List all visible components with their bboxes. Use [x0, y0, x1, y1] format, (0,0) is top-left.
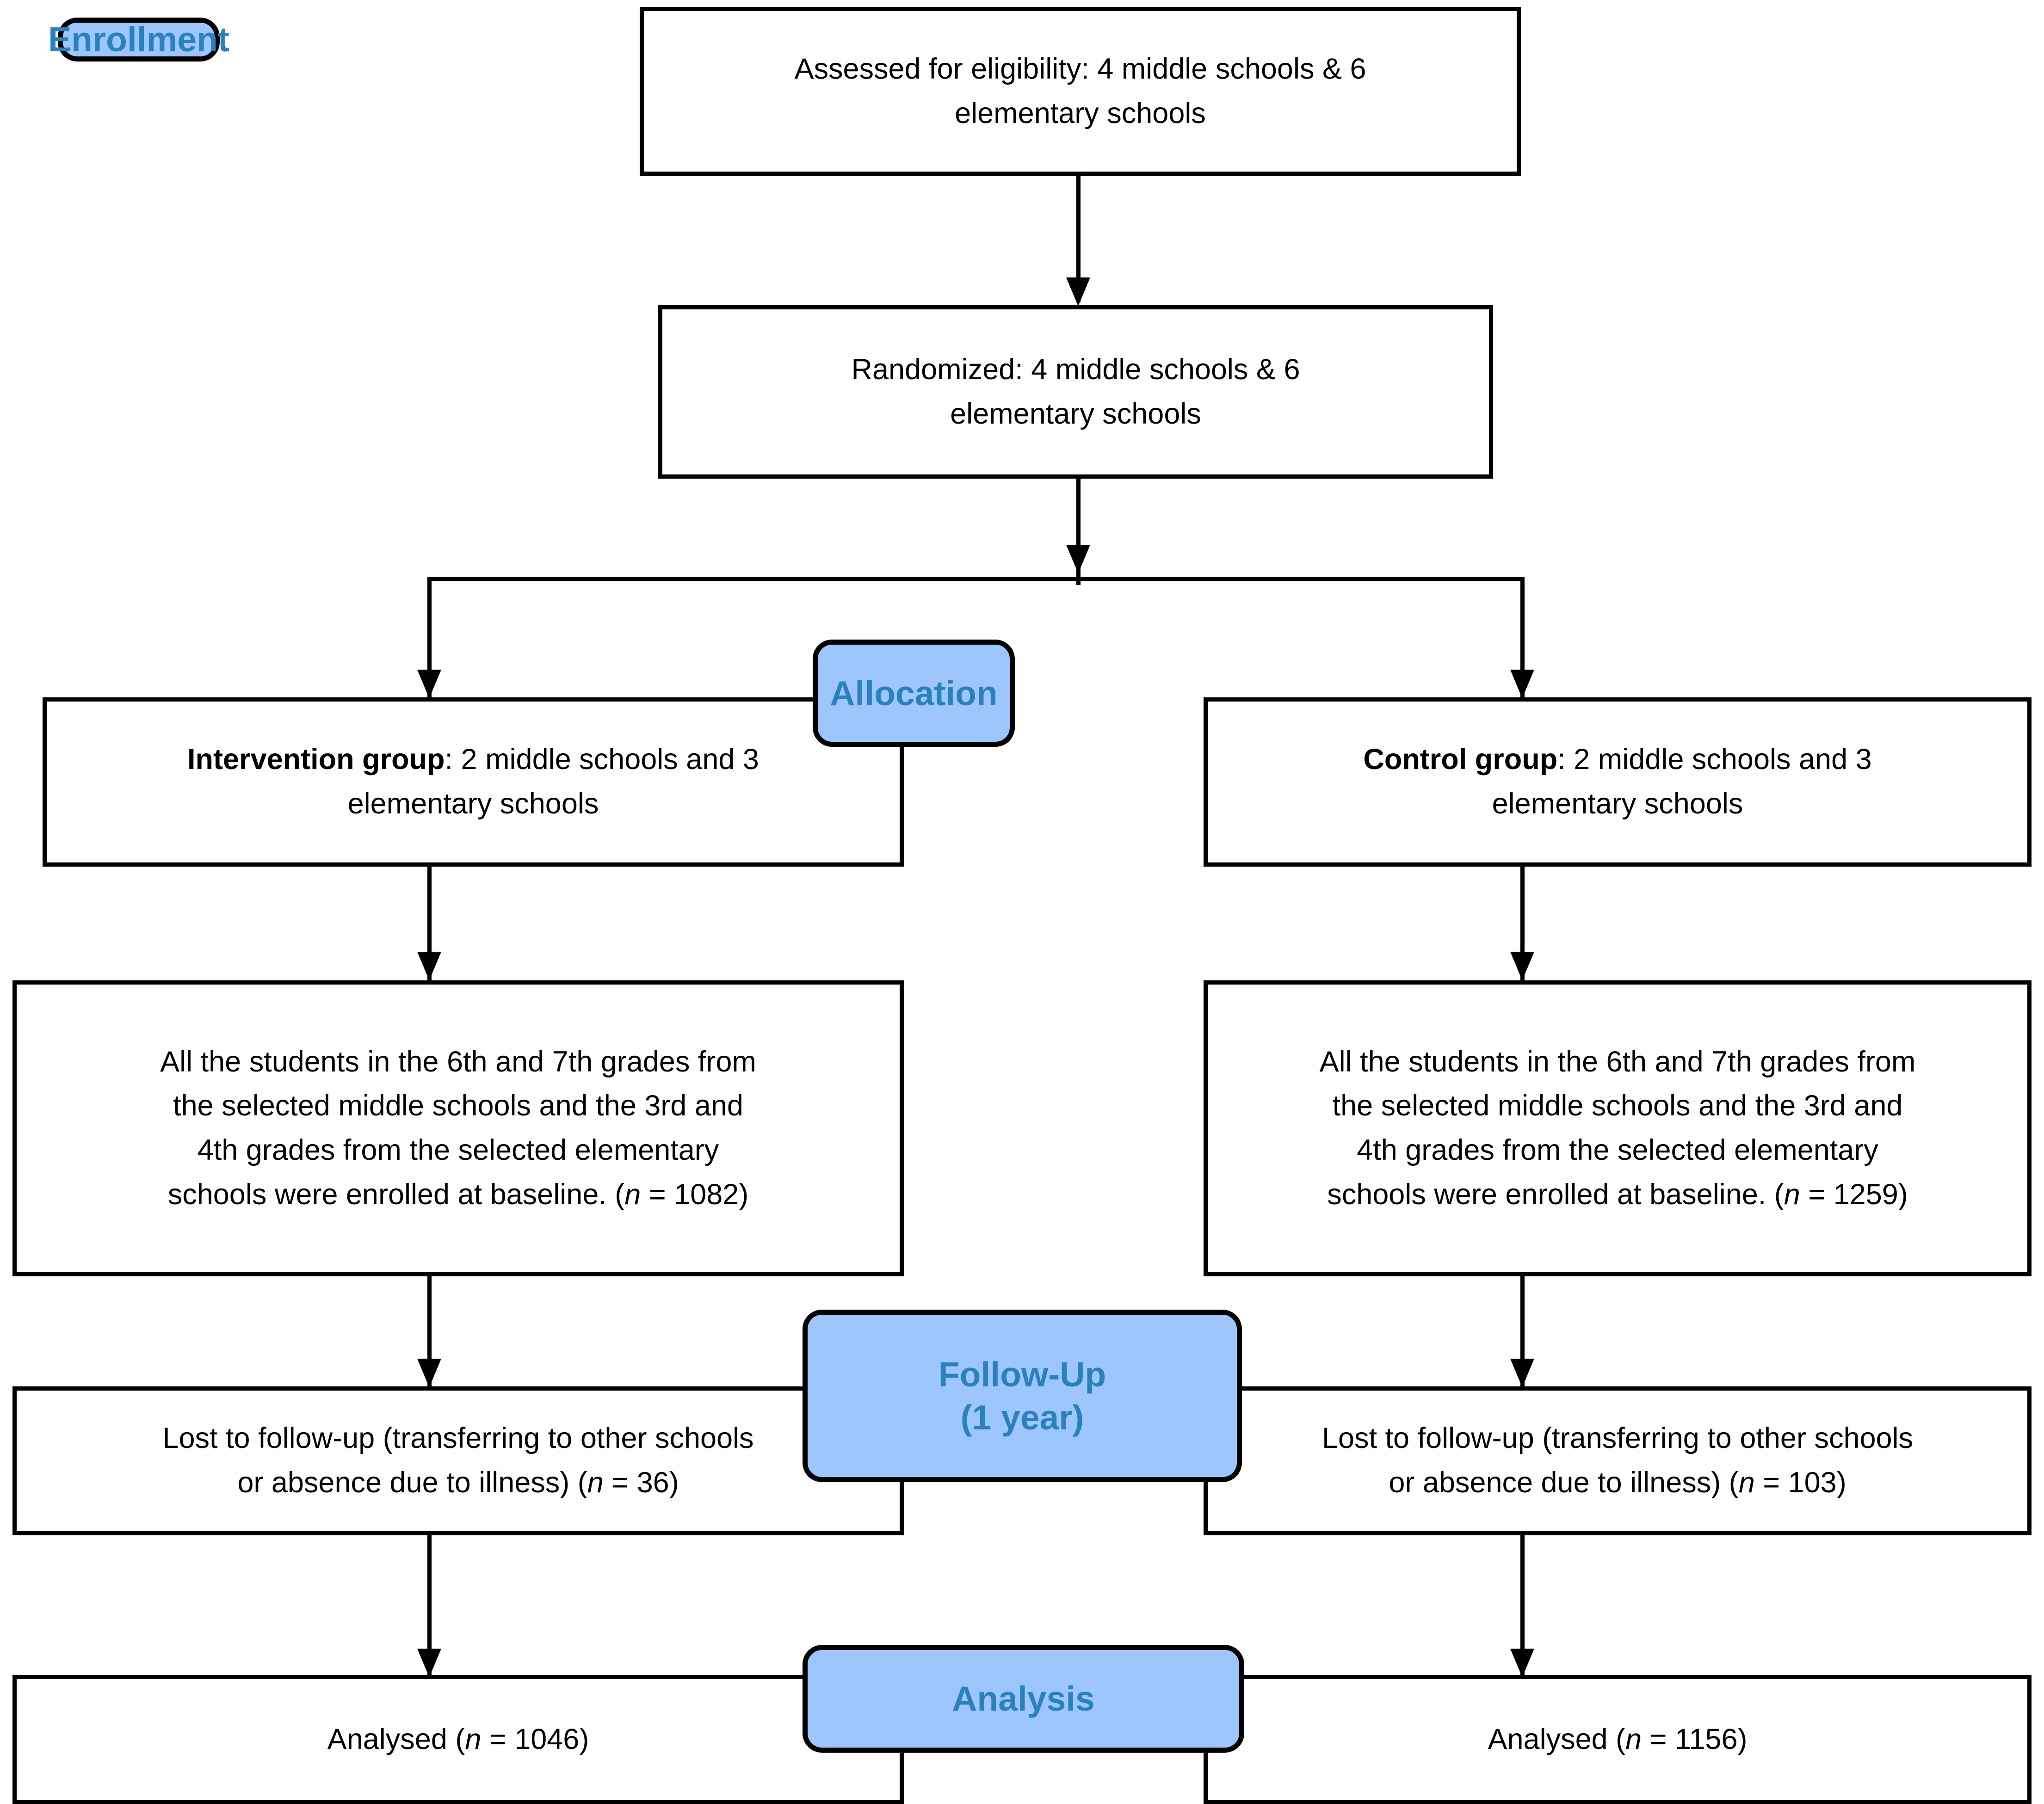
- box-lost-control-n-eq: =: [1754, 1466, 1788, 1499]
- box-intervention-group-text: Intervention group: 2 middle schools and…: [59, 738, 888, 826]
- box-analysed-intervention-n-eq: =: [481, 1723, 515, 1755]
- box-baseline-control-line3: 4th grades from the selected elementary: [1357, 1134, 1878, 1166]
- box-baseline-control-n-value: 1259: [1833, 1178, 1898, 1211]
- connector-lost-to-analysed-left: [427, 1534, 432, 1680]
- connector-assessed-to-randomized: [1076, 173, 1081, 302]
- box-baseline-intervention-line4-post: ): [739, 1178, 749, 1211]
- arrowhead-lost-to-analysed-left: [417, 1649, 441, 1677]
- arrowhead-split-left: [417, 670, 441, 698]
- box-baseline-intervention-line3: 4th grades from the selected elementary: [197, 1134, 719, 1166]
- box-lost-intervention-line2-post: ): [669, 1466, 679, 1499]
- box-randomized: Randomized: 4 middle schools & 6 element…: [658, 305, 1493, 479]
- box-control-group-line1-rest: : 2 middle schools and 3: [1557, 743, 1872, 776]
- box-baseline-control-line4-post: ): [1898, 1178, 1908, 1211]
- stage-badge-followup: Follow-Up (1 year): [803, 1310, 1242, 1482]
- box-baseline-control-line1: All the students in the 6th and 7th grad…: [1319, 1045, 1916, 1078]
- connector-baseline-to-lost-right: [1520, 1275, 1525, 1388]
- box-baseline-intervention-line2: the selected middle schools and the 3rd …: [173, 1090, 743, 1122]
- connector-control-to-baseline: [1520, 866, 1525, 982]
- box-lost-intervention-n-symbol: n: [587, 1466, 604, 1499]
- box-control-group-text: Control group: 2 middle schools and 3 el…: [1220, 738, 2015, 826]
- box-lost-control-line2-post: ): [1836, 1466, 1846, 1499]
- box-lost-control-line1: Lost to follow-up (transferring to other…: [1321, 1422, 1914, 1455]
- box-analysed-intervention-text: Analysed (n = 1046): [29, 1718, 888, 1762]
- box-assessed-line1: Assessed for eligibility: 4 middle schoo…: [794, 52, 1366, 85]
- box-baseline-intervention-n-value: 1082: [674, 1178, 739, 1211]
- box-baseline-control-line2: the selected middle schools and the 3rd …: [1332, 1090, 1903, 1122]
- box-randomized-line2: elementary schools: [950, 397, 1201, 430]
- box-lost-intervention-line1: Lost to follow-up (transferring to other…: [162, 1422, 754, 1455]
- box-analysed-control-pre: Analysed (: [1488, 1723, 1626, 1755]
- connector-lost-to-analysed-right: [1520, 1534, 1525, 1680]
- box-analysed-control-post: ): [1737, 1723, 1748, 1755]
- stage-badge-allocation: Allocation: [813, 640, 1015, 747]
- stage-badge-enrollment-label: Enrollment: [48, 20, 229, 59]
- box-baseline-intervention-line4-pre: schools were enrolled at baseline. (: [167, 1178, 625, 1211]
- box-lost-to-followup-control: Lost to follow-up (transferring to other…: [1204, 1386, 2032, 1535]
- box-baseline-intervention: All the students in the 6th and 7th grad…: [12, 980, 904, 1276]
- box-intervention-group-label: Intervention group: [187, 743, 445, 776]
- box-lost-control-line2-pre: or absence due to illness) (: [1389, 1466, 1739, 1499]
- stage-badge-followup-label: Follow-Up: [938, 1355, 1106, 1394]
- box-baseline-control-n-eq: =: [1800, 1178, 1834, 1211]
- arrowhead-split-right: [1510, 670, 1534, 698]
- box-lost-intervention-text: Lost to follow-up (transferring to other…: [29, 1416, 888, 1505]
- arrowhead-intervention-to-baseline: [417, 952, 441, 980]
- connector-split-right: [1520, 577, 1525, 698]
- box-intervention-group-line1-rest: : 2 middle schools and 3: [445, 743, 759, 776]
- box-lost-to-followup-intervention: Lost to follow-up (transferring to other…: [12, 1386, 904, 1535]
- box-analysed-control-text: Analysed (n = 1156): [1220, 1718, 2015, 1762]
- arrowhead-control-to-baseline: [1510, 952, 1534, 980]
- box-baseline-control-line4-pre: schools were enrolled at baseline. (: [1327, 1178, 1784, 1211]
- box-baseline-intervention-line1: All the students in the 6th and 7th grad…: [160, 1045, 756, 1078]
- box-baseline-control-n-symbol: n: [1784, 1178, 1800, 1211]
- box-intervention-group: Intervention group: 2 middle schools and…: [43, 697, 904, 867]
- box-analysed-control-n-value: 1156: [1675, 1723, 1738, 1755]
- arrowhead-lost-to-analysed-right: [1510, 1649, 1534, 1677]
- box-analysed-intervention: Analysed (n = 1046): [12, 1675, 904, 1804]
- box-analysed-intervention-n-value: 1046: [514, 1723, 580, 1755]
- box-baseline-intervention-n-eq: =: [641, 1178, 674, 1211]
- box-lost-intervention-line2-pre: or absence due to illness) (: [237, 1466, 587, 1499]
- box-control-group-line2: elementary schools: [1492, 788, 1743, 820]
- box-baseline-control-text: All the students in the 6th and 7th grad…: [1220, 1040, 2015, 1217]
- box-analysed-control-n-eq: =: [1642, 1723, 1675, 1755]
- stage-badge-analysis: Analysis: [803, 1645, 1244, 1753]
- box-analysed-intervention-post: ): [579, 1723, 589, 1755]
- box-control-group: Control group: 2 middle schools and 3 el…: [1204, 697, 2032, 867]
- connector-intervention-to-baseline: [427, 866, 432, 982]
- stage-badge-enrollment: Enrollment: [48, 18, 229, 62]
- box-intervention-group-line2: elementary schools: [347, 788, 599, 820]
- arrowhead-assessed-to-randomized: [1066, 277, 1090, 306]
- arrowhead-baseline-to-lost-left: [417, 1359, 441, 1387]
- box-baseline-intervention-text: All the students in the 6th and 7th grad…: [29, 1040, 888, 1217]
- box-baseline-intervention-n-symbol: n: [624, 1178, 641, 1211]
- stage-badge-allocation-label: Allocation: [830, 673, 998, 713]
- box-assessed-text: Assessed for eligibility: 4 middle schoo…: [656, 47, 1505, 136]
- box-lost-control-n-value: 103: [1788, 1466, 1837, 1499]
- stage-badge-analysis-label: Analysis: [952, 1679, 1095, 1718]
- stage-badge-followup-duration: (1 year): [960, 1398, 1084, 1437]
- connector-split-left: [427, 577, 432, 698]
- box-analysed-intervention-n-symbol: n: [465, 1723, 482, 1755]
- box-analysed-control: Analysed (n = 1156): [1204, 1675, 2032, 1804]
- box-analysed-control-n-symbol: n: [1625, 1723, 1642, 1755]
- box-assessed-for-eligibility: Assessed for eligibility: 4 middle schoo…: [640, 7, 1521, 176]
- arrowhead-randomized-down: [1066, 545, 1090, 573]
- box-randomized-text: Randomized: 4 middle schools & 6 element…: [674, 348, 1477, 437]
- box-analysed-intervention-pre: Analysed (: [327, 1723, 465, 1755]
- box-baseline-control: All the students in the 6th and 7th grad…: [1204, 980, 2032, 1276]
- box-randomized-line1: Randomized: 4 middle schools & 6: [851, 353, 1300, 386]
- split-bar-allocation: [427, 577, 1525, 581]
- box-lost-intervention-n-eq: =: [603, 1466, 637, 1499]
- arrowhead-baseline-to-lost-right: [1510, 1359, 1534, 1387]
- box-lost-control-text: Lost to follow-up (transferring to other…: [1220, 1416, 2015, 1505]
- box-control-group-label: Control group: [1363, 743, 1558, 776]
- box-lost-control-n-symbol: n: [1738, 1466, 1755, 1499]
- connector-baseline-to-lost-left: [427, 1275, 432, 1388]
- box-lost-intervention-n-value: 36: [636, 1466, 669, 1499]
- connector-randomized-down: [1076, 479, 1081, 585]
- box-assessed-line2: elementary schools: [955, 97, 1206, 129]
